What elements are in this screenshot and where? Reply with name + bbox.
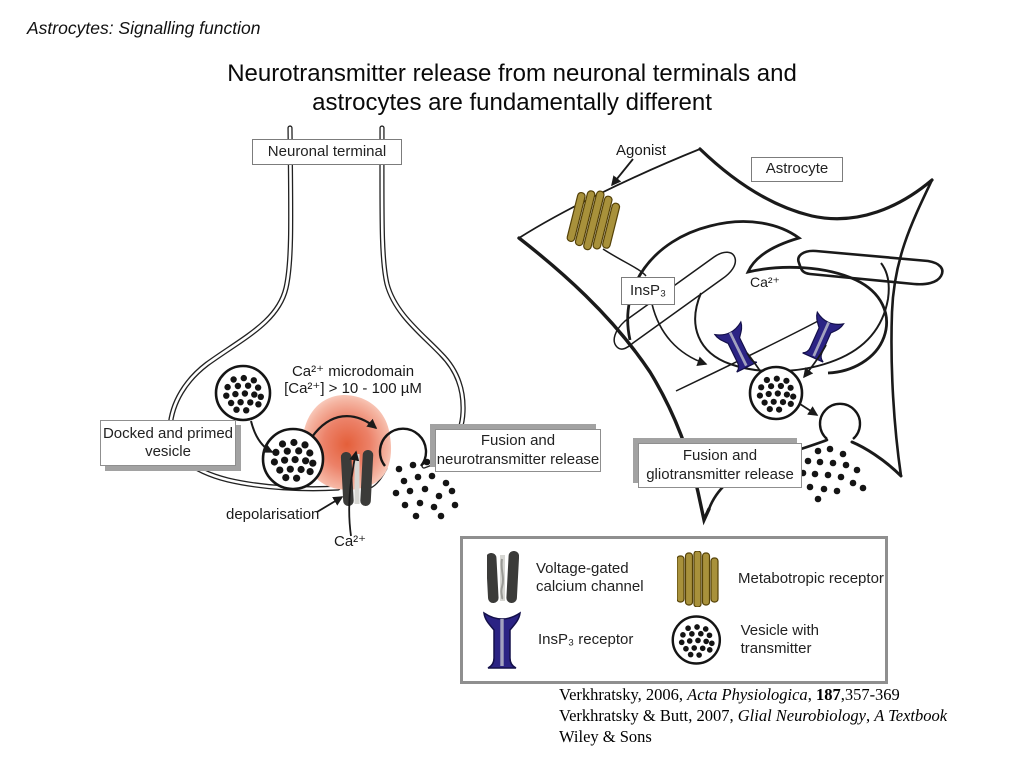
endoplasmic-reticulum [613, 220, 944, 375]
metabotropic-receptor-icon [677, 551, 719, 607]
insp3-receptor-icon [713, 320, 758, 373]
legend-label: Metabotropic receptor [738, 570, 884, 587]
fusing-vesicle [818, 402, 862, 440]
astrocyte-label-box: Astrocyte [751, 157, 843, 182]
insp3-to-receptor-line [675, 319, 821, 392]
neurotransmitter-fusion-label-box: Fusion and neurotransmitter release [435, 429, 601, 472]
docked-vesicle [261, 427, 325, 491]
legend-item-vesicle: Vesicle with transmitter [669, 611, 885, 669]
legend-label: Vesicle with transmitter [740, 622, 819, 657]
legend-label: Voltage-gated calcium channel [536, 560, 644, 595]
calcium-release-arrow [803, 344, 827, 379]
receptor-to-insp3-line [602, 248, 647, 277]
gliotransmitter-vesicle [748, 365, 804, 421]
released-gliotransmitter-dots [799, 445, 867, 503]
fusing-vesicle [378, 427, 428, 467]
slide-title-line1: Neurotransmitter release from neuronal t… [227, 60, 797, 87]
ca-microdomain-label: Ca²⁺ microdomain [Ca²⁺] > 10 - 100 µM [284, 363, 422, 397]
voltage-gated-calcium-channel-icon [340, 450, 374, 506]
citation-line: Verkhratsky & Butt, 2007, Glial Neurobio… [559, 706, 948, 725]
citation-line: Wiley & Sons [559, 727, 652, 746]
depolarisation-arrow [316, 496, 344, 513]
gliotransmitter-fusion-label-box: Fusion and gliotransmitter release [638, 443, 802, 488]
insp3-receptor-icon [483, 611, 521, 669]
vesicle-with-transmitter-icon [671, 615, 722, 665]
citation-line: Verkhratsky, 2006, Acta Physiologica, 18… [559, 685, 900, 704]
docked-vesicle-label-box: Docked and primed vesicle [100, 420, 236, 466]
metabotropic-receptor-icon [566, 190, 621, 251]
vesicle-to-fusion-arrow [799, 403, 819, 416]
slide-title-line2: astrocytes are fundamentally different [312, 89, 712, 116]
fusion-path-arrow [311, 415, 378, 438]
legend-item-insp3-receptor: InsP₃ receptor [483, 611, 633, 669]
depolarisation-label: depolarisation [226, 506, 320, 523]
calcium-label-neuron: Ca²⁺ [334, 533, 367, 550]
insp3-diffusion-arrow [651, 303, 708, 366]
vesicle-docking-arrow [250, 420, 274, 453]
citation: Verkhratsky, 2006, Acta Physiologica, 18… [559, 684, 999, 747]
legend-item-metabotropic-receptor: Metabotropic receptor [677, 551, 884, 607]
slide-title: Neurotransmitter release from neuronal t… [12, 59, 1012, 117]
released-neurotransmitter-dots [392, 458, 459, 520]
agonist-arrow [611, 158, 634, 187]
calcium-label-astrocyte: Ca²⁺ [750, 274, 780, 290]
neuronal-terminal-label-box: Neuronal terminal [252, 139, 402, 165]
insp3-receptor-icon [802, 310, 845, 363]
legend-item-calcium-channel: Voltage-gated calcium channel [487, 549, 664, 607]
slide-header: Astrocytes: Signalling function [27, 18, 261, 38]
synaptic-vesicle [214, 364, 272, 422]
legend-label: InsP₃ receptor [538, 631, 634, 648]
calcium-entry-arrow [348, 450, 360, 537]
legend-box: Voltage-gated calcium channel Metabotrop… [460, 536, 888, 684]
agonist-label: Agonist [616, 142, 667, 159]
voltage-gated-calcium-channel-icon [487, 551, 519, 603]
insp3-label-box: InsP₃ [621, 277, 675, 305]
